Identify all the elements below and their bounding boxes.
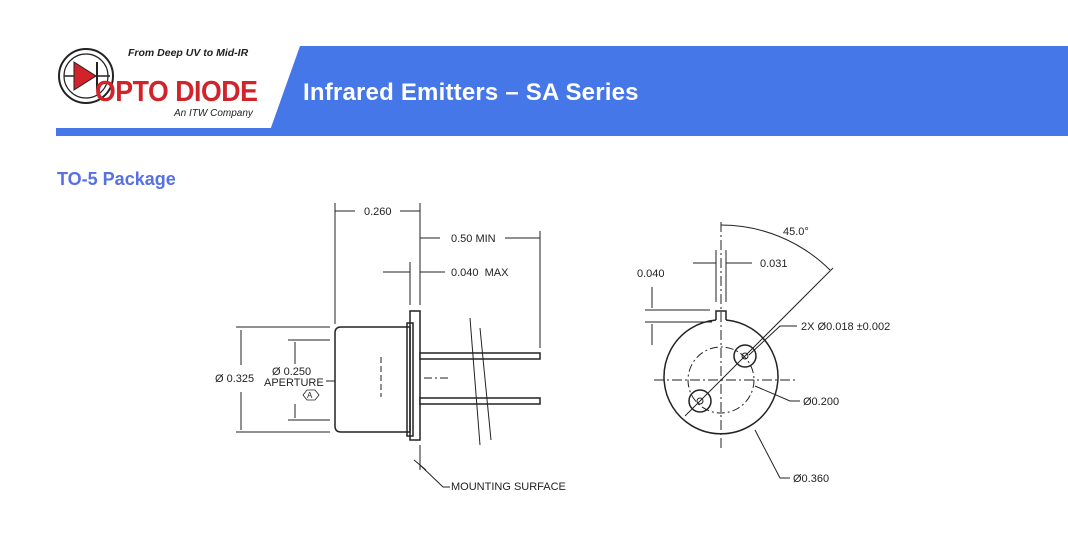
- dim-flange: 0.040 MAX: [451, 267, 509, 279]
- side-view: 0.260 0.50 MIN 0.040 MAX Ø 0.325 Ø 0.250…: [215, 203, 566, 493]
- datum-label: A: [307, 391, 313, 400]
- section-title: TO-5 Package: [57, 169, 176, 189]
- dim-length: 0.260: [364, 206, 392, 218]
- dim-angle: 45.0°: [783, 226, 809, 238]
- page-title: Infrared Emitters – SA Series: [303, 79, 639, 106]
- dim-diameter: Ø 0.325: [215, 373, 254, 385]
- logo-tagline: From Deep UV to Mid-IR: [128, 47, 249, 59]
- banner-bg: [268, 46, 1068, 136]
- logo-icon: [58, 48, 114, 104]
- dim-aperture: Ø 0.250: [272, 366, 311, 378]
- aperture-label: APERTURE: [264, 377, 324, 389]
- header-banner: [56, 46, 1068, 136]
- dim-body-diameter: Ø0.360: [793, 473, 829, 485]
- banner-strip: [56, 128, 276, 136]
- logo-company: An ITW Company: [174, 108, 253, 119]
- bottom-view: 45.0° 0.031 0.040 2X Ø0.018 ±0.002 Ø0.20…: [637, 222, 890, 485]
- dim-tab-height: 0.040: [637, 268, 665, 280]
- dim-tab-width: 0.031: [760, 258, 788, 270]
- dim-lead-length: 0.50 MIN: [451, 233, 496, 245]
- logo-name: OPTO DIODE: [95, 76, 258, 108]
- dim-lead-diameter: 2X Ø0.018 ±0.002: [801, 321, 890, 333]
- mounting-label: MOUNTING SURFACE: [451, 481, 566, 493]
- dim-pin-circle: Ø0.200: [803, 396, 839, 408]
